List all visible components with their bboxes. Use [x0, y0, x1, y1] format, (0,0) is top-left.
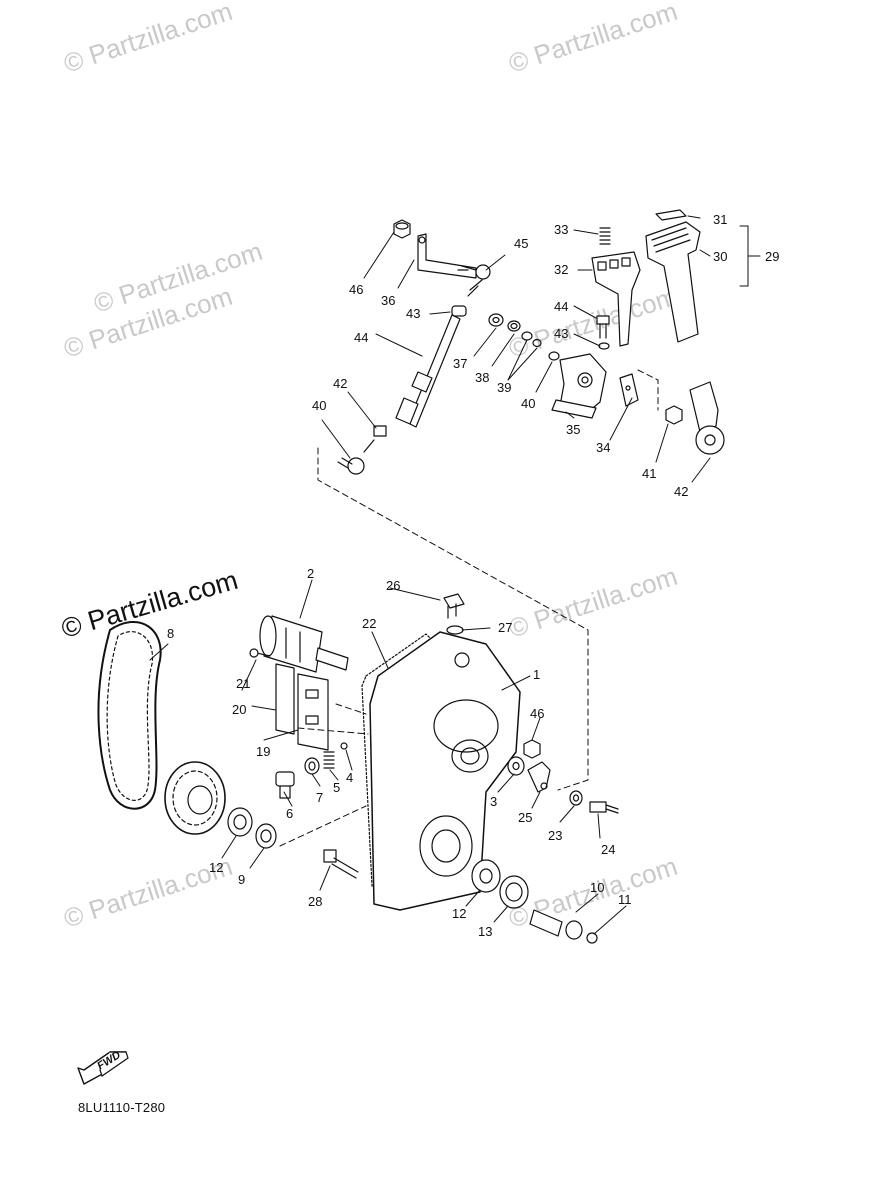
part-9-seal	[255, 823, 277, 849]
part-32-washer	[488, 313, 504, 327]
label-25: 30	[713, 249, 727, 264]
part-37-knob	[689, 381, 725, 455]
label-26: 31	[713, 212, 727, 227]
part-4-ball	[340, 742, 348, 750]
label-1: 1	[533, 667, 540, 682]
part-40-ball-joint	[337, 439, 375, 475]
label-41: 46	[530, 706, 544, 721]
fwd-arrow-icon: FWD	[77, 1049, 129, 1085]
label-4: 4	[346, 770, 353, 785]
label-43: 43	[406, 306, 420, 321]
part-19-bolt	[589, 801, 619, 814]
part-25-lever-body	[645, 221, 701, 343]
label-40: 40	[312, 398, 326, 413]
part-42-nut	[373, 425, 387, 437]
label-28: 33	[554, 222, 568, 237]
label-5: 5	[333, 780, 340, 795]
part-31-lever	[417, 233, 477, 279]
part-1-chaincase	[369, 631, 521, 911]
label-19: 24	[601, 842, 615, 857]
part-7-washer	[304, 757, 320, 775]
label-12b: 12	[452, 906, 466, 921]
part-22-o-ring	[446, 625, 464, 635]
part-12-bearing-lower	[471, 859, 501, 893]
label-42: 42	[333, 376, 347, 391]
label-29: 34	[596, 440, 610, 455]
label-12: 12	[209, 860, 223, 875]
part-15-plate	[275, 663, 295, 735]
label-32: 37	[453, 356, 467, 371]
label-17: 22	[362, 616, 376, 631]
part-27-housing	[591, 251, 641, 347]
label-3: 3	[490, 794, 497, 809]
part-30-bracket	[551, 353, 607, 419]
part-39-bolt	[596, 315, 610, 339]
part-43-collar	[451, 305, 467, 317]
label-44: 44	[354, 330, 368, 345]
label-33: 38	[475, 370, 489, 385]
part-23-bolt	[323, 849, 359, 879]
label-39: 44	[554, 299, 568, 314]
label-21: 26	[386, 578, 400, 593]
label-23: 28	[308, 894, 322, 909]
part-6-plug	[275, 771, 295, 799]
part-18-washer	[569, 790, 583, 806]
label-6: 6	[286, 806, 293, 821]
part-44-shaft	[395, 314, 461, 428]
part-33-washer	[507, 320, 521, 332]
part-29-plate	[619, 373, 639, 407]
label-45: 45	[514, 236, 528, 251]
label-34: 39	[497, 380, 511, 395]
label-30: 35	[566, 422, 580, 437]
label-38: 43	[554, 326, 568, 341]
label-22: 27	[498, 620, 512, 635]
part-16-bolt	[249, 648, 271, 658]
label-8: 8	[167, 626, 174, 641]
part-20-lever	[527, 761, 551, 793]
label-9: 9	[238, 872, 245, 887]
sprocket-gear	[164, 761, 226, 835]
part-2-shift-drum	[259, 615, 349, 673]
part-13-seal	[499, 875, 529, 909]
part-12-bearing	[227, 807, 253, 837]
label-27: 32	[554, 262, 568, 277]
part-41-nut	[523, 739, 541, 759]
part-labels: 46 36 45 43 44 42 40 37 38 39 40 35 44 4…	[167, 212, 779, 939]
part-21-plug	[443, 593, 465, 619]
label-46: 46	[349, 282, 363, 297]
part-28-spring	[599, 227, 611, 245]
label-2: 2	[307, 566, 314, 581]
part-10-sleeve	[529, 909, 583, 940]
part-45-ball-joint	[457, 264, 491, 297]
label-13: 13	[478, 924, 492, 939]
diagram-code: 8LU1110-T280	[78, 1100, 166, 1115]
label-15: 20	[232, 702, 246, 717]
label-20: 25	[518, 810, 532, 825]
label-35: 40	[521, 396, 535, 411]
part-14-plate	[297, 673, 329, 751]
part-46-nut	[393, 219, 411, 239]
label-36: 41	[642, 466, 656, 481]
part-8-chain	[97, 620, 162, 810]
part-35-washer	[548, 351, 560, 361]
label-24: 29	[765, 249, 779, 264]
part-3-washer	[507, 756, 525, 776]
label-7: 7	[316, 790, 323, 805]
label-18: 23	[548, 828, 562, 843]
label-10: 10	[590, 880, 604, 895]
part-36-nut	[665, 405, 683, 425]
reference-lines	[279, 369, 659, 847]
part-5-spring	[323, 751, 335, 769]
label-31: 36	[381, 293, 395, 308]
part-26-cover	[655, 209, 687, 221]
label-11: 11	[618, 892, 632, 907]
label-16: 21	[236, 676, 250, 691]
leader-lines	[149, 215, 761, 935]
label-37: 42	[674, 484, 688, 499]
part-11-o-ring	[586, 932, 598, 944]
label-14: 19	[256, 744, 270, 759]
